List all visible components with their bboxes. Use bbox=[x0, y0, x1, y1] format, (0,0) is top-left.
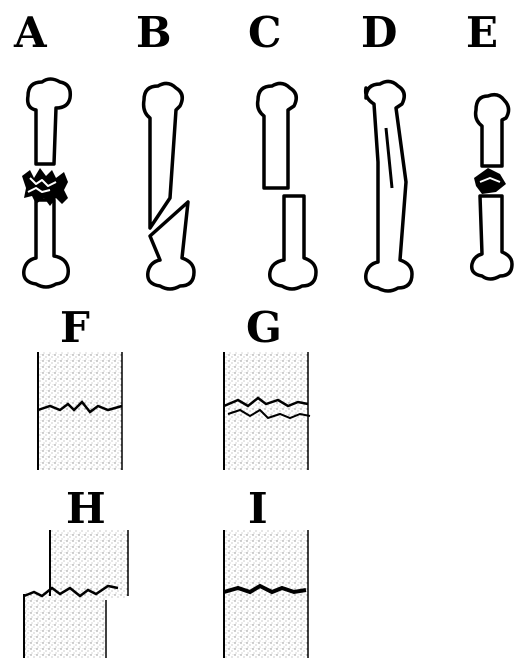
detail-i-bone-segment bbox=[224, 530, 308, 658]
bone-a-comminuted-fracture bbox=[22, 79, 70, 287]
bone-d-greenstick-fracture bbox=[366, 81, 412, 291]
bone-e-impacted-fracture bbox=[472, 95, 512, 279]
bone-b-oblique-fracture bbox=[144, 83, 194, 289]
detail-f-bone-segment bbox=[38, 352, 122, 470]
bone-c-transverse-fracture bbox=[258, 83, 316, 289]
detail-h-bone-segment bbox=[24, 530, 128, 658]
detail-g-bone-segment bbox=[224, 352, 310, 470]
